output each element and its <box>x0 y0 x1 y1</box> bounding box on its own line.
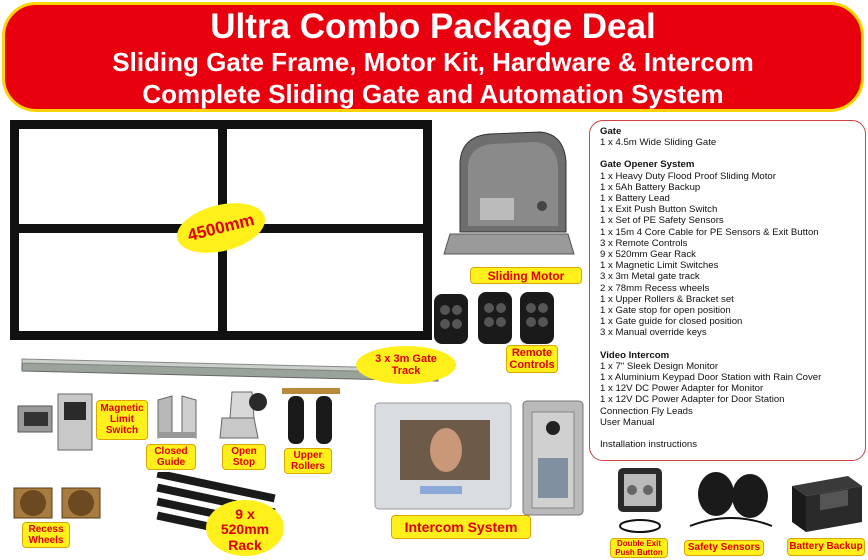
spec-opener-item: 1 x Gate guide for closed position <box>600 316 743 328</box>
spec-opener-item: 1 x Set of PE Safety Sensors <box>600 215 724 227</box>
safety-sensors-label: Safety Sensors <box>684 540 764 556</box>
recess-wheels-label: Recess Wheels <box>22 522 70 548</box>
spec-gate-item: 1 x 4.5m Wide Sliding Gate <box>600 137 717 149</box>
battery-image <box>788 472 864 534</box>
intercom-monitor-image <box>374 402 512 510</box>
spec-opener-item: 1 x 15m 4 Core Cable for PE Sensors & Ex… <box>600 226 819 238</box>
spec-footer: Installation instructions <box>600 439 698 451</box>
magnetic-switch-label: Magnetic Limit Switch <box>96 400 148 440</box>
gear-rack-label: 9 x 520mm Rack <box>206 500 284 556</box>
spec-opener-item: 2 x 78mm Recess wheels <box>600 282 710 294</box>
spec-intercom-item: 1 x 12V DC Power Adapter for Monitor <box>600 383 764 395</box>
recess-wheels-image <box>8 480 108 524</box>
remote-controls-image <box>432 288 558 350</box>
spec-opener-item: 3 x Remote Controls <box>600 237 688 249</box>
spec-opener-item: 3 x 3m Metal gate track <box>600 271 700 283</box>
sliding-motor-image <box>440 122 580 267</box>
spec-opener-item: 1 x Upper Rollers & Bracket set <box>600 293 734 305</box>
remote-controls-label: Remote Controls <box>506 345 558 373</box>
spec-intercom-item: 1 x Aluminium Keypad Door Station with R… <box>600 372 822 384</box>
door-station-image <box>522 400 584 516</box>
spec-opener-item: 1 x Gate stop for open position <box>600 305 731 317</box>
spec-intercom-heading: Video Intercom <box>600 349 670 361</box>
spec-intercom-item: 1 x 7" Sleek Design Monitor <box>600 360 719 372</box>
spec-opener-item: 9 x 520mm Gear Rack <box>600 249 696 261</box>
spec-opener-heading: Gate Opener System <box>600 159 695 171</box>
spec-opener-item: 3 x Manual override keys <box>600 327 707 339</box>
spec-opener-item: 1 x Battery Lead <box>600 193 670 205</box>
banner-tagline: Complete Sliding Gate and Automation Sys… <box>142 79 724 109</box>
spec-intercom-item: Connection Fly Leads <box>600 405 693 417</box>
open-stop-image <box>218 388 270 440</box>
exit-button-image <box>614 466 666 536</box>
safety-sensors-image <box>686 470 776 534</box>
banner-subtitle: Sliding Gate Frame, Motor Kit, Hardware … <box>112 47 754 77</box>
spec-intercom-item: 1 x 12V DC Power Adapter for Door Statio… <box>600 394 785 406</box>
spec-opener-item: 1 x Heavy Duty Flood Proof Sliding Motor <box>600 170 776 182</box>
closed-guide-image <box>152 392 202 442</box>
upper-rollers-label: Upper Rollers <box>284 448 332 474</box>
closed-guide-label: Closed Guide <box>146 444 196 470</box>
sliding-motor-label: Sliding Motor <box>470 267 582 284</box>
package-contents-list: Gate 1 x 4.5m Wide Sliding Gate Gate Ope… <box>589 120 866 461</box>
banner-title: Ultra Combo Package Deal <box>210 7 656 46</box>
spec-opener-item: 1 x Magnetic Limit Switches <box>600 260 719 272</box>
spec-intercom-item: User Manual <box>600 416 655 428</box>
spec-opener-item: 1 x Exit Push Button Switch <box>600 204 718 216</box>
open-stop-label: Open Stop <box>222 444 266 470</box>
header-banner: Ultra Combo Package Deal Sliding Gate Fr… <box>2 2 864 112</box>
gate-track-label: 3 x 3m Gate Track <box>356 346 456 384</box>
upper-rollers-image <box>280 384 342 448</box>
exit-button-label: Double Exit Push Button <box>610 538 668 558</box>
battery-backup-label: Battery Backup <box>787 538 865 556</box>
magnetic-switch-image <box>16 392 96 452</box>
spec-gate-heading: Gate <box>600 126 622 137</box>
intercom-system-label: Intercom System <box>391 515 531 539</box>
spec-opener-item: 1 x 5Ah Battery Backup <box>600 181 701 193</box>
